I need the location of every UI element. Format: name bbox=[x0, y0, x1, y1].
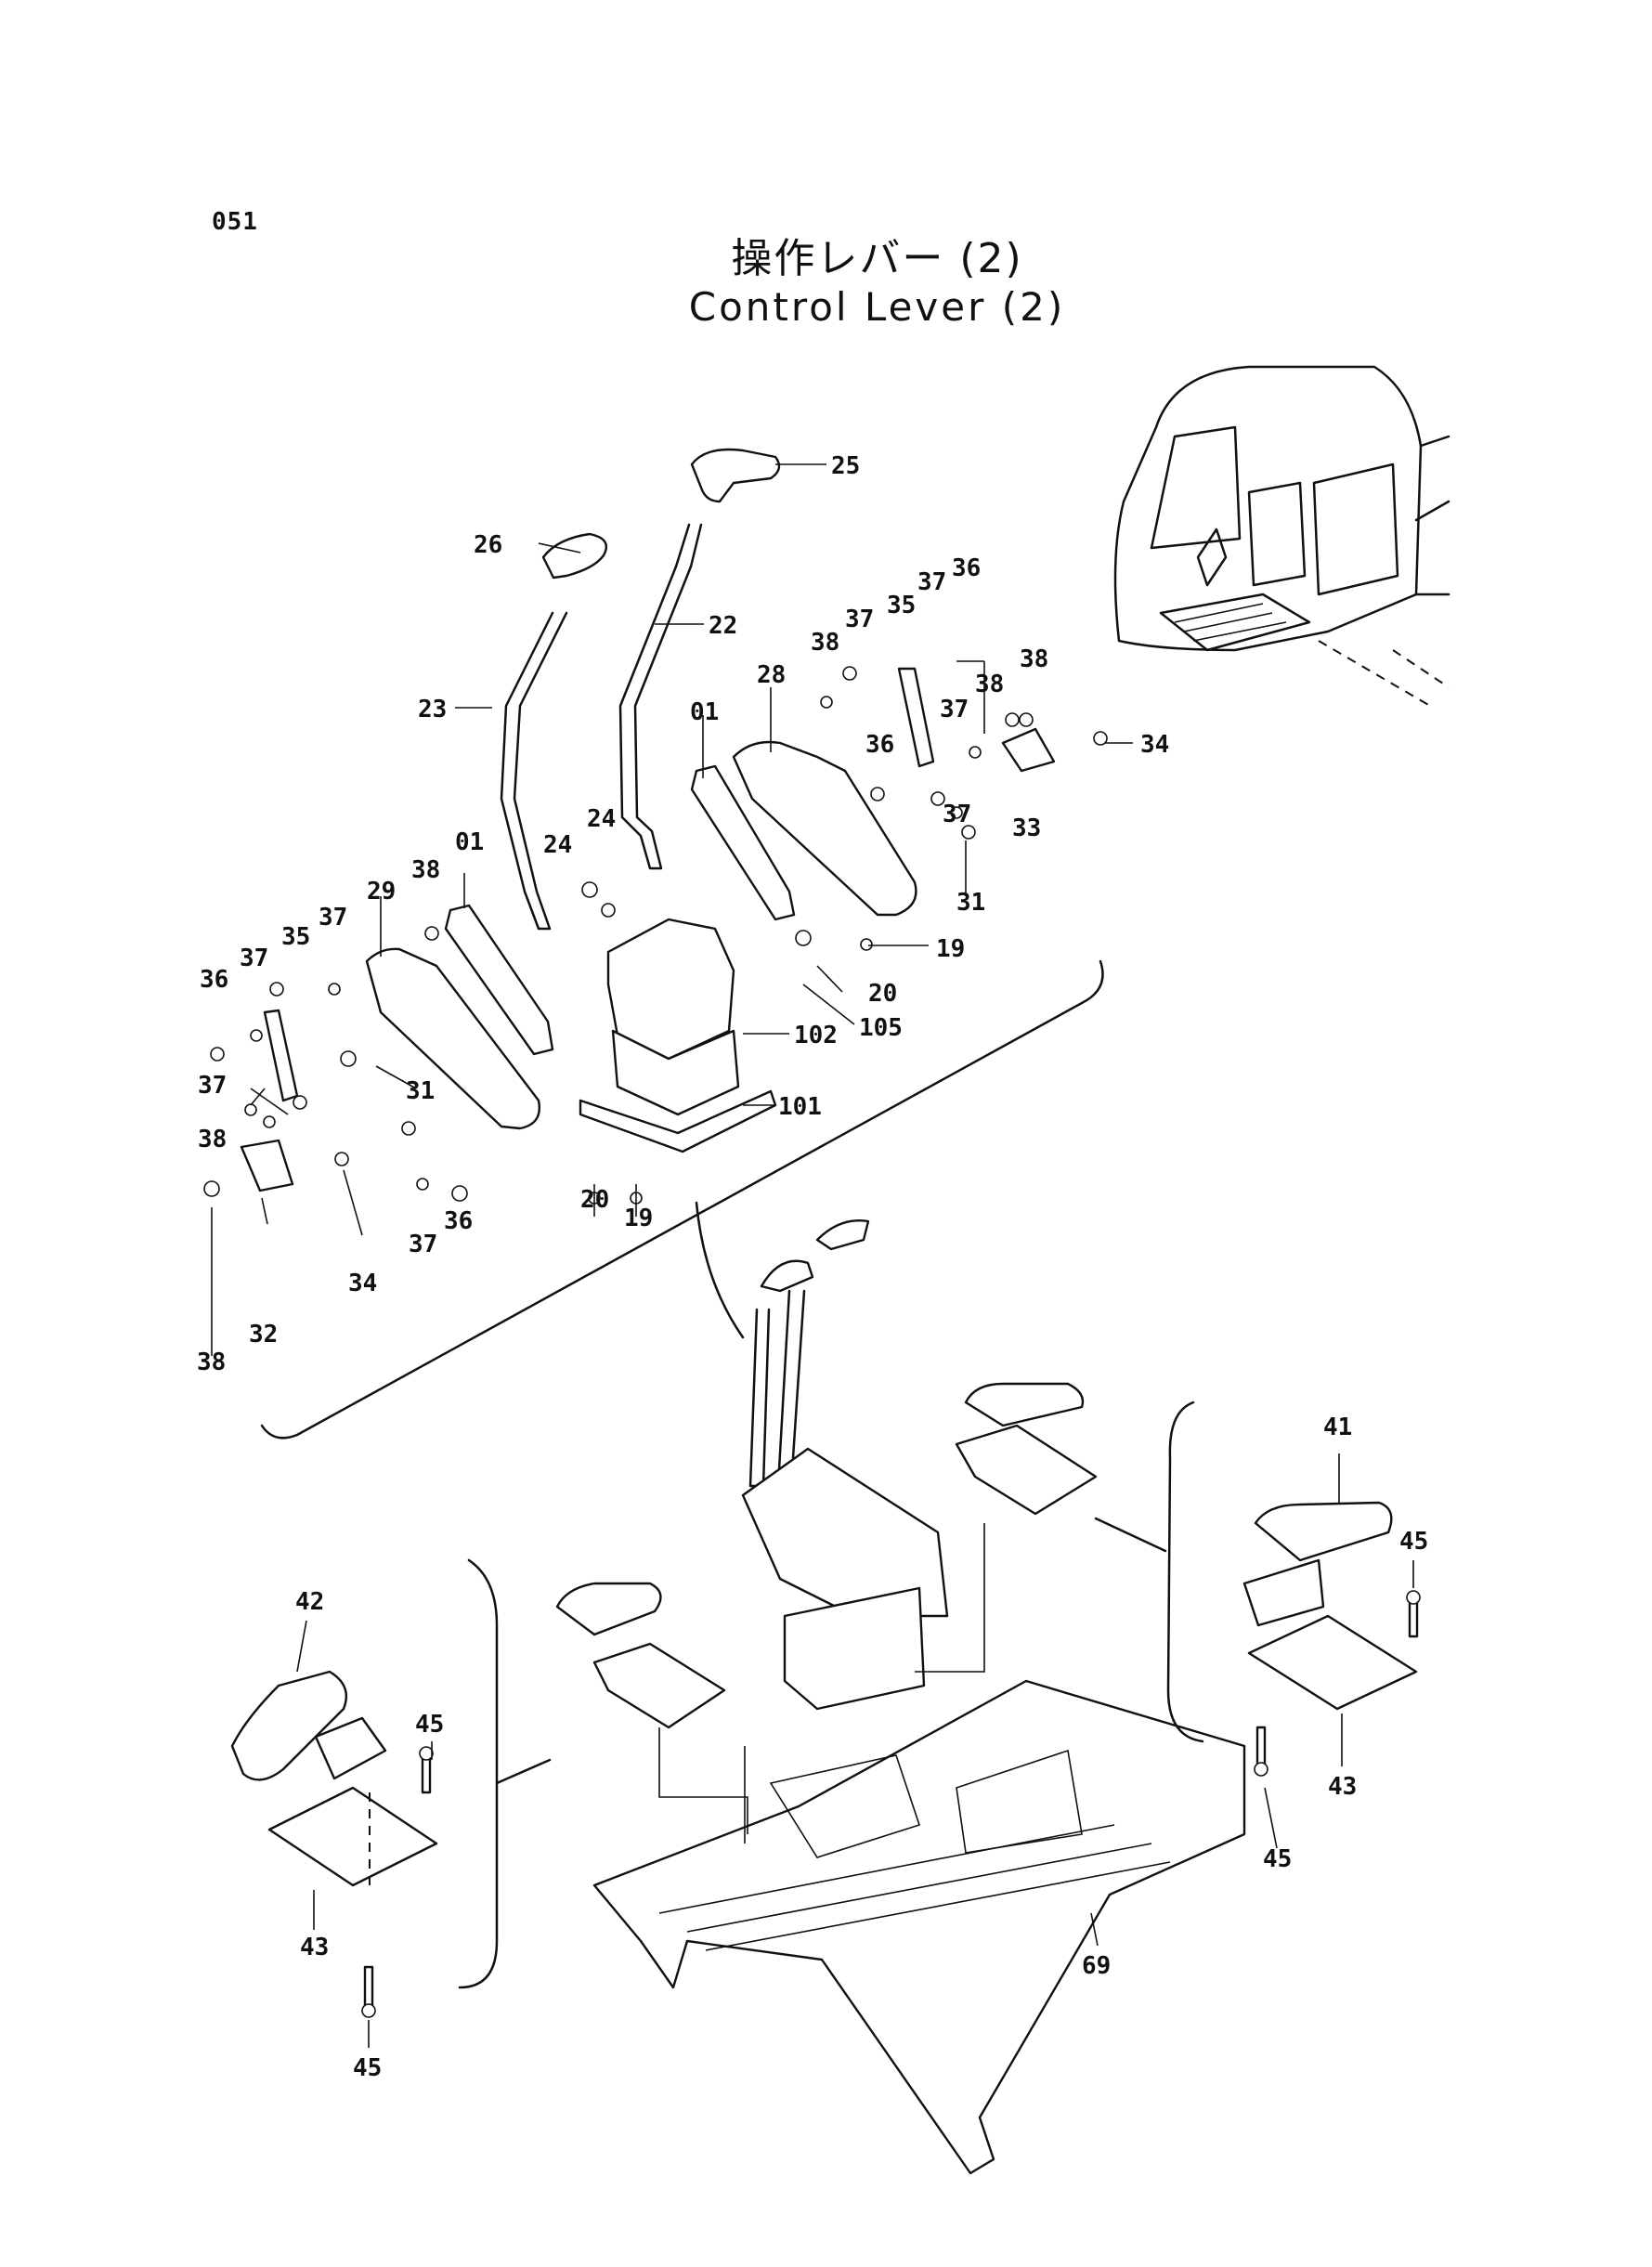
callout-19-left: 19 bbox=[624, 1205, 653, 1232]
callout-26: 26 bbox=[474, 531, 502, 559]
callout-28: 28 bbox=[757, 661, 786, 689]
callout-01-right: 01 bbox=[690, 698, 719, 726]
knob-26 bbox=[541, 532, 608, 580]
callout-37-right-lower: 37 bbox=[943, 801, 971, 828]
callout-33: 33 bbox=[1012, 814, 1041, 842]
callout-38-left-mid: 38 bbox=[198, 1126, 227, 1153]
callout-23: 23 bbox=[418, 696, 447, 723]
callout-38-left-top: 38 bbox=[411, 856, 440, 884]
title-japanese: 操作レバー (2) bbox=[731, 235, 1023, 282]
callout-32: 32 bbox=[249, 1321, 278, 1348]
callout-36-left-lower: 36 bbox=[444, 1207, 473, 1235]
callout-36-top: 36 bbox=[952, 554, 981, 582]
callout-45-left-top: 45 bbox=[415, 1711, 444, 1739]
callout-37-upper-mid: 37 bbox=[845, 606, 874, 633]
leader-lines bbox=[211, 463, 1414, 2048]
callout-24-lower: 24 bbox=[543, 831, 572, 859]
callout-20-left: 20 bbox=[580, 1186, 609, 1214]
callout-105: 105 bbox=[859, 1014, 903, 1042]
callout-31-right: 31 bbox=[956, 889, 985, 917]
pedal-29 bbox=[365, 947, 540, 1130]
callout-36-right-mid: 36 bbox=[865, 731, 894, 759]
valve-102 bbox=[606, 918, 735, 1061]
callout-19-right: 19 bbox=[936, 935, 965, 963]
callout-31-left: 31 bbox=[406, 1077, 435, 1105]
pedal-41 bbox=[1254, 1501, 1393, 1562]
callout-102: 102 bbox=[794, 1022, 838, 1049]
callout-35-right: 35 bbox=[887, 592, 916, 619]
callout-34-right: 34 bbox=[1140, 731, 1169, 759]
callout-42: 42 bbox=[295, 1588, 324, 1616]
callout-43-right: 43 bbox=[1328, 1773, 1357, 1801]
callout-69: 69 bbox=[1082, 1952, 1111, 1980]
title-english: Control Lever (2) bbox=[688, 284, 1066, 330]
pedal-28 bbox=[732, 740, 917, 917]
callout-43-left: 43 bbox=[300, 1934, 329, 1961]
callout-38-left-bottom: 38 bbox=[197, 1348, 226, 1376]
callout-36-left: 36 bbox=[200, 966, 228, 994]
callout-101: 101 bbox=[778, 1093, 822, 1121]
upper-exploded-assembly bbox=[203, 448, 1108, 1440]
callout-22: 22 bbox=[709, 612, 737, 640]
callout-37-left-lower: 37 bbox=[409, 1231, 437, 1258]
lower-assembly bbox=[230, 1219, 1421, 2175]
callout-45-right-bottom: 45 bbox=[1263, 1845, 1292, 1873]
plate-101 bbox=[579, 1089, 777, 1153]
callout-37-left: 37 bbox=[240, 945, 268, 972]
callout-41: 41 bbox=[1323, 1414, 1352, 1441]
callout-38-upper-right: 38 bbox=[1020, 645, 1048, 673]
callout-35-left: 35 bbox=[281, 923, 310, 951]
callout-37-left-top: 37 bbox=[319, 904, 347, 932]
page-number: 051 bbox=[212, 208, 258, 236]
callout-45-right-top: 45 bbox=[1399, 1528, 1428, 1556]
callout-25: 25 bbox=[831, 452, 860, 480]
callout-01-left: 01 bbox=[455, 828, 484, 856]
pedal-42 bbox=[230, 1670, 348, 1781]
callout-labels: 25 26 22 23 01 01 28 29 36 37 35 37 38 3… bbox=[197, 452, 1428, 2082]
callout-24-upper: 24 bbox=[587, 805, 616, 833]
callout-37-left-mid: 37 bbox=[198, 1072, 227, 1100]
callout-29: 29 bbox=[367, 878, 396, 905]
callout-20-right: 20 bbox=[868, 980, 897, 1008]
callout-38-upper-mid: 38 bbox=[811, 629, 839, 657]
callout-38-right-shock: 38 bbox=[975, 671, 1004, 698]
callout-45-left-bottom: 45 bbox=[353, 2054, 382, 2082]
callout-37-top: 37 bbox=[917, 568, 946, 596]
knob-25 bbox=[690, 448, 781, 503]
cab-inset-illustration bbox=[1113, 365, 1450, 707]
callout-34-left: 34 bbox=[348, 1270, 377, 1297]
callout-37-right-shock: 37 bbox=[940, 696, 969, 723]
